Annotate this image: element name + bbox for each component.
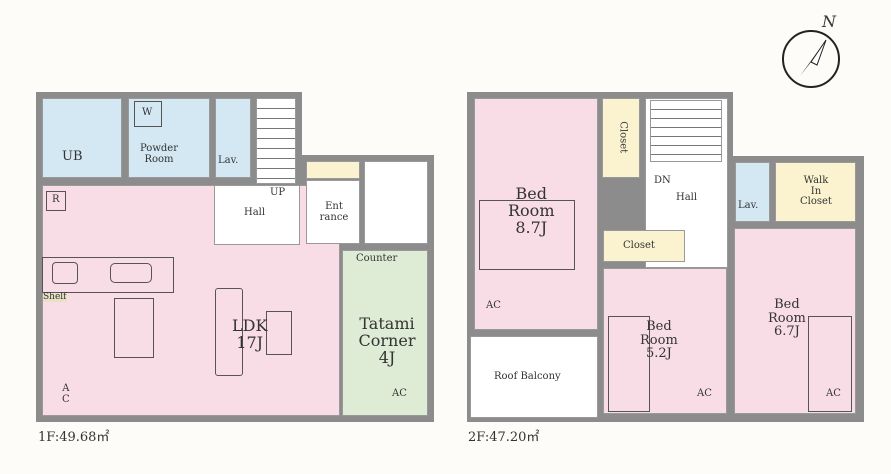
room-closet-1 [602, 98, 640, 178]
room-hall-1f [214, 185, 300, 245]
label-bed-6-7j: Bed Room 6.7J [768, 297, 806, 340]
floor-1-area: 1F:49.68㎡ [38, 430, 110, 445]
north-arrow-icon [800, 39, 827, 76]
label-counter: Counter [356, 253, 398, 264]
stove-icon [52, 262, 78, 284]
room-bed-8-7j [474, 98, 598, 330]
room-closet-2 [603, 230, 685, 262]
label-up: UP [270, 187, 286, 198]
room-roof-balcony [470, 336, 598, 418]
room-ub [42, 98, 122, 178]
room-lav-2f [735, 162, 770, 222]
label-lav-1f: Lav. [218, 155, 239, 166]
dining-table [114, 298, 154, 358]
stairs-1f [256, 98, 296, 184]
label-entrance: Ent rance [319, 201, 349, 223]
label-walk-in-closet: Walk In Closet [800, 175, 832, 207]
label-ac-tatami: AC [392, 388, 407, 399]
room-lav-1f [215, 98, 251, 178]
bed-6-7j [808, 316, 852, 412]
fridge [46, 191, 66, 211]
label-ub: UB [62, 149, 83, 164]
label-washer: W [142, 107, 153, 118]
label-bed-5-2j: Bed Room 5.2J [640, 319, 678, 362]
label-tatami: Tatami Corner 4J [358, 314, 416, 367]
room-bed-6-7j [734, 228, 856, 414]
washer [134, 101, 162, 127]
floor-2-area: 2F:47.20㎡ [468, 430, 540, 445]
label-ldk: LDK 17J [232, 316, 268, 352]
room-powder [128, 98, 210, 178]
label-hall-2f: Hall [676, 192, 698, 203]
bed-5-2j [608, 316, 650, 412]
compass [782, 30, 840, 88]
label-powder: Powder Room [139, 143, 178, 165]
label-fridge: R [52, 194, 60, 205]
kitchen-counter [42, 257, 174, 293]
coffee-table [266, 311, 292, 355]
label-closet-1: Closet [617, 121, 629, 154]
room-bed-5-2j [603, 268, 727, 414]
sofa [215, 288, 243, 376]
label-bed-8-7j: Bed Room 8.7J [508, 184, 555, 237]
porch [364, 161, 428, 244]
sink [110, 263, 152, 283]
label-hall-1f: Hall [244, 207, 266, 218]
label-dn: DN [654, 175, 671, 186]
label-lav-2f: Lav. [738, 200, 759, 211]
label-ac-bed-5-2j: AC [697, 388, 712, 399]
label-ac-ldk: A C [62, 383, 70, 405]
room-tatami [342, 250, 428, 416]
label-roof-balcony: Roof Balcony [494, 371, 561, 382]
label-ac-bed-6-7j: AC [826, 388, 841, 399]
label-ac-bed-8-7j: AC [486, 300, 501, 311]
label-shelf: Shelf [43, 292, 67, 303]
compass-label: N [822, 12, 836, 31]
shoe-cabinet [306, 161, 360, 179]
room-walk-in-closet [775, 162, 856, 222]
bed-8-7j [479, 200, 575, 270]
stairs-2f [650, 100, 722, 162]
room-entrance [306, 180, 360, 244]
label-closet-2: Closet [623, 240, 655, 251]
